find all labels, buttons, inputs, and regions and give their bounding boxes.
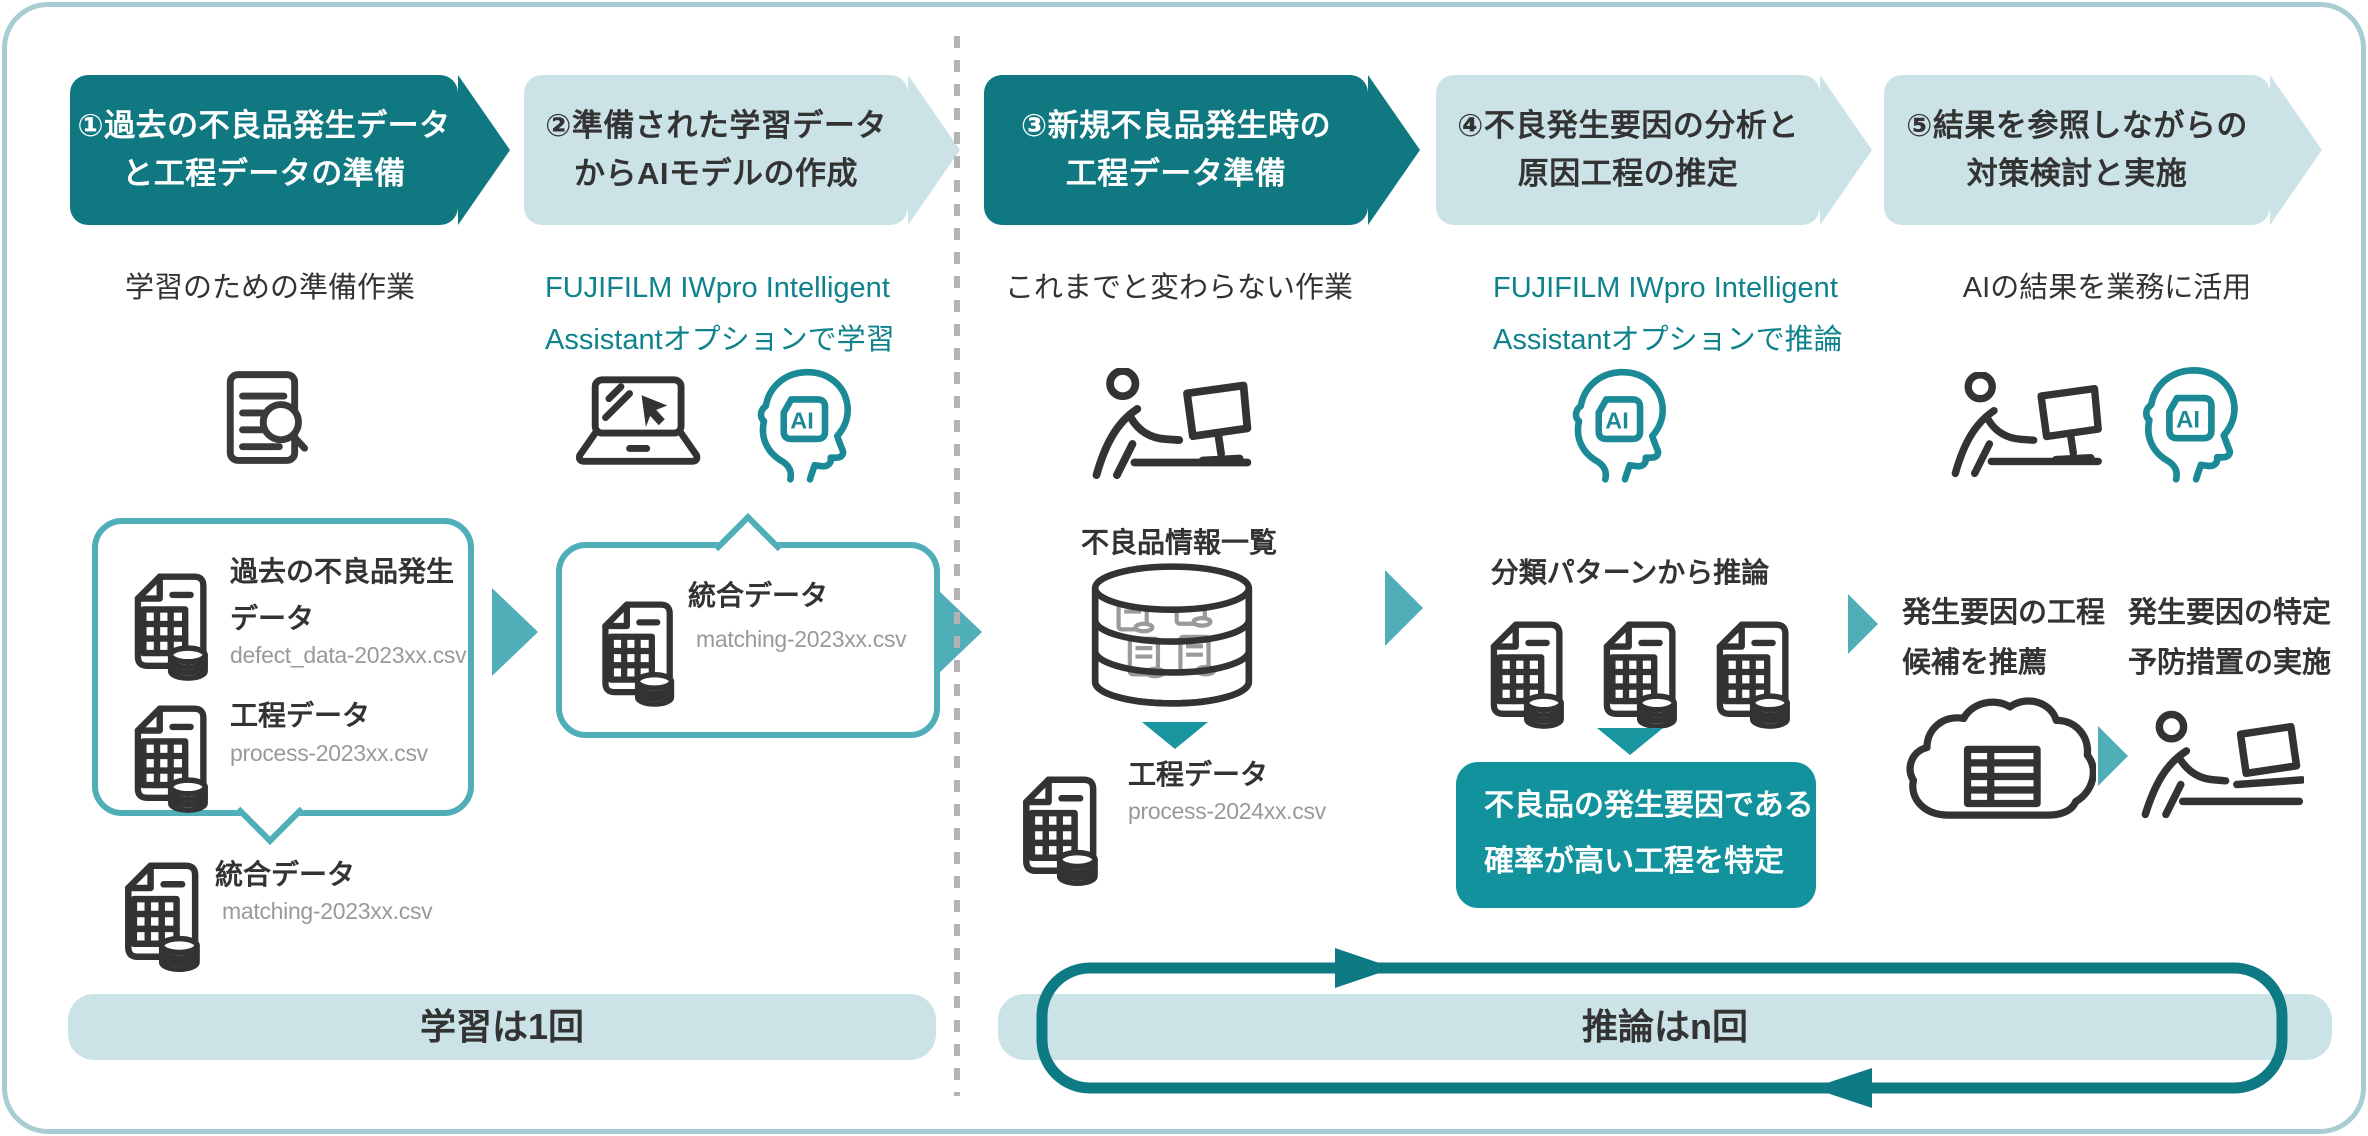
callout-line1: 不良品の発生要因である bbox=[1484, 789, 1814, 822]
csv-file-icon bbox=[1698, 612, 1800, 732]
inference-pattern-label: 分類パターンから推論 bbox=[1490, 557, 1770, 588]
step3-process-filename: process-2024xx.csv bbox=[1128, 798, 1326, 824]
banner-step1: ①過去の不良品発生データ と工程データの準備 bbox=[70, 75, 510, 225]
defect-list-label: 不良品情報一覧 bbox=[1080, 527, 1277, 558]
banner-step2-line2: からAIモデルの作成 bbox=[574, 156, 858, 191]
arrow-down-icon bbox=[1142, 722, 1208, 749]
ai-chip-label: AI bbox=[2176, 407, 2200, 434]
subtitle-step5: AIの結果を業務に活用 bbox=[1962, 272, 2252, 304]
banner-step5-line1: ⑤結果を参照しながらの bbox=[1906, 108, 2248, 143]
person-desk-icon bbox=[1943, 372, 2105, 478]
merged-data-label: 統合データ bbox=[215, 859, 356, 890]
ai-chip-label: AI bbox=[790, 408, 813, 434]
database-stack-icon bbox=[1083, 556, 1261, 714]
csv-file-icon bbox=[106, 852, 210, 976]
banner-step5: ⑤結果を参照しながらの 対策検討と実施 bbox=[1884, 75, 2322, 225]
arrow-right-icon bbox=[492, 588, 541, 676]
process-data-filename: process-2023xx.csv bbox=[230, 740, 428, 766]
ai-head-icon: AI bbox=[1560, 360, 1675, 484]
banner-step4-line2: 原因工程の推定 bbox=[1517, 156, 1739, 191]
step1-input-bubble: 過去の不良品発生 データ defect_data-2023xx.csv 工程デー… bbox=[92, 518, 474, 845]
person-laptop-icon bbox=[2136, 706, 2304, 822]
identified-process-callout: 不良品の発生要因である 確率が高い工程を特定 bbox=[1456, 762, 1816, 908]
callout-line2: 確率が高い工程を特定 bbox=[1484, 845, 1784, 878]
laptop-cursor-icon bbox=[566, 364, 712, 478]
banner-step4-line1: ④不良発生要因の分析と bbox=[1457, 108, 1799, 143]
subtitle-step2-line1: FUJIFILM IWpro Intelligent bbox=[545, 272, 890, 304]
banner-step3-line1: ③新規不良品発生時の bbox=[1020, 108, 1332, 143]
subtitle-step4-line2: Assistantオプションで推論 bbox=[1493, 324, 1843, 356]
bubble-tail-up bbox=[714, 513, 782, 581]
banner-step4: ④不良発生要因の分析と 原因工程の推定 bbox=[1436, 75, 1872, 225]
step3-process-label: 工程データ bbox=[1128, 759, 1269, 790]
defect-data-label: 過去の不良品発生 データ bbox=[230, 556, 455, 634]
step2-merged-bubble: 統合データ matching-2023xx.csv bbox=[556, 513, 940, 738]
ai-head-icon: AI bbox=[745, 360, 860, 484]
banner-step2: ②準備された学習データ からAIモデルの作成 bbox=[524, 75, 960, 225]
bubble-tail-down bbox=[236, 777, 304, 845]
step2-merged-filename: matching-2023xx.csv bbox=[696, 626, 907, 652]
ai-chip-label: AI bbox=[1605, 408, 1628, 434]
person-desk-icon bbox=[1083, 368, 1255, 480]
arrow-right-icon bbox=[1385, 570, 1426, 646]
merged-data-filename: matching-2023xx.csv bbox=[222, 898, 433, 924]
action-text: 発生要因の特定 予防措置の実施 bbox=[2128, 597, 2332, 679]
inference-count-bar: 推論はn回 bbox=[998, 994, 2332, 1060]
subtitle-step2-line2: Assistantオプションで学習 bbox=[545, 324, 895, 356]
arrow-right-icon bbox=[2098, 726, 2131, 786]
banner-step1-line2: と工程データの準備 bbox=[122, 156, 406, 191]
banner-step5-line2: 対策検討と実施 bbox=[1966, 156, 2188, 191]
banner-step3: ③新規不良品発生時の 工程データ準備 bbox=[984, 75, 1420, 225]
process-data-label: 工程データ bbox=[230, 700, 371, 731]
arrow-right-icon bbox=[936, 588, 985, 676]
recommend-text: 発生要因の工程 候補を推薦 bbox=[1902, 597, 2106, 679]
ai-head-icon: AI bbox=[2130, 358, 2247, 484]
csv-file-icon bbox=[1585, 612, 1687, 732]
cloud-table-icon bbox=[1898, 688, 2096, 834]
learning-count-bar: 学習は1回 bbox=[68, 994, 936, 1060]
banner-step2-line1: ②準備された学習データ bbox=[545, 108, 887, 143]
arrow-right-icon bbox=[1848, 594, 1881, 654]
subtitle-step2: FUJIFILM IWpro Intelligent Assistantオプショ… bbox=[545, 262, 925, 366]
banner-step1-line1: ①過去の不良品発生データ bbox=[77, 108, 451, 143]
phase-divider bbox=[954, 36, 960, 1096]
banner-step3-line2: 工程データ準備 bbox=[1065, 156, 1287, 191]
document-search-icon bbox=[218, 362, 310, 480]
loop-arrow-icon bbox=[1036, 948, 2288, 1108]
csv-file-icon bbox=[1004, 766, 1108, 890]
subtitle-step1: 学習のための準備作業 bbox=[124, 272, 415, 304]
arrow-down-icon bbox=[1597, 728, 1663, 755]
step2-merged-label: 統合データ bbox=[688, 580, 829, 611]
csv-file-icon bbox=[1472, 612, 1574, 732]
csv-file-icon bbox=[116, 564, 218, 684]
subtitle-step4: FUJIFILM IWpro Intelligent Assistantオプショ… bbox=[1493, 262, 1873, 366]
defect-data-filename: defect_data-2023xx.csv bbox=[230, 642, 467, 668]
subtitle-step3: これまでと変わらない作業 bbox=[1004, 272, 1353, 304]
csv-file-icon bbox=[584, 592, 684, 710]
csv-file-icon bbox=[116, 696, 218, 816]
subtitle-step4-line1: FUJIFILM IWpro Intelligent bbox=[1493, 272, 1838, 304]
